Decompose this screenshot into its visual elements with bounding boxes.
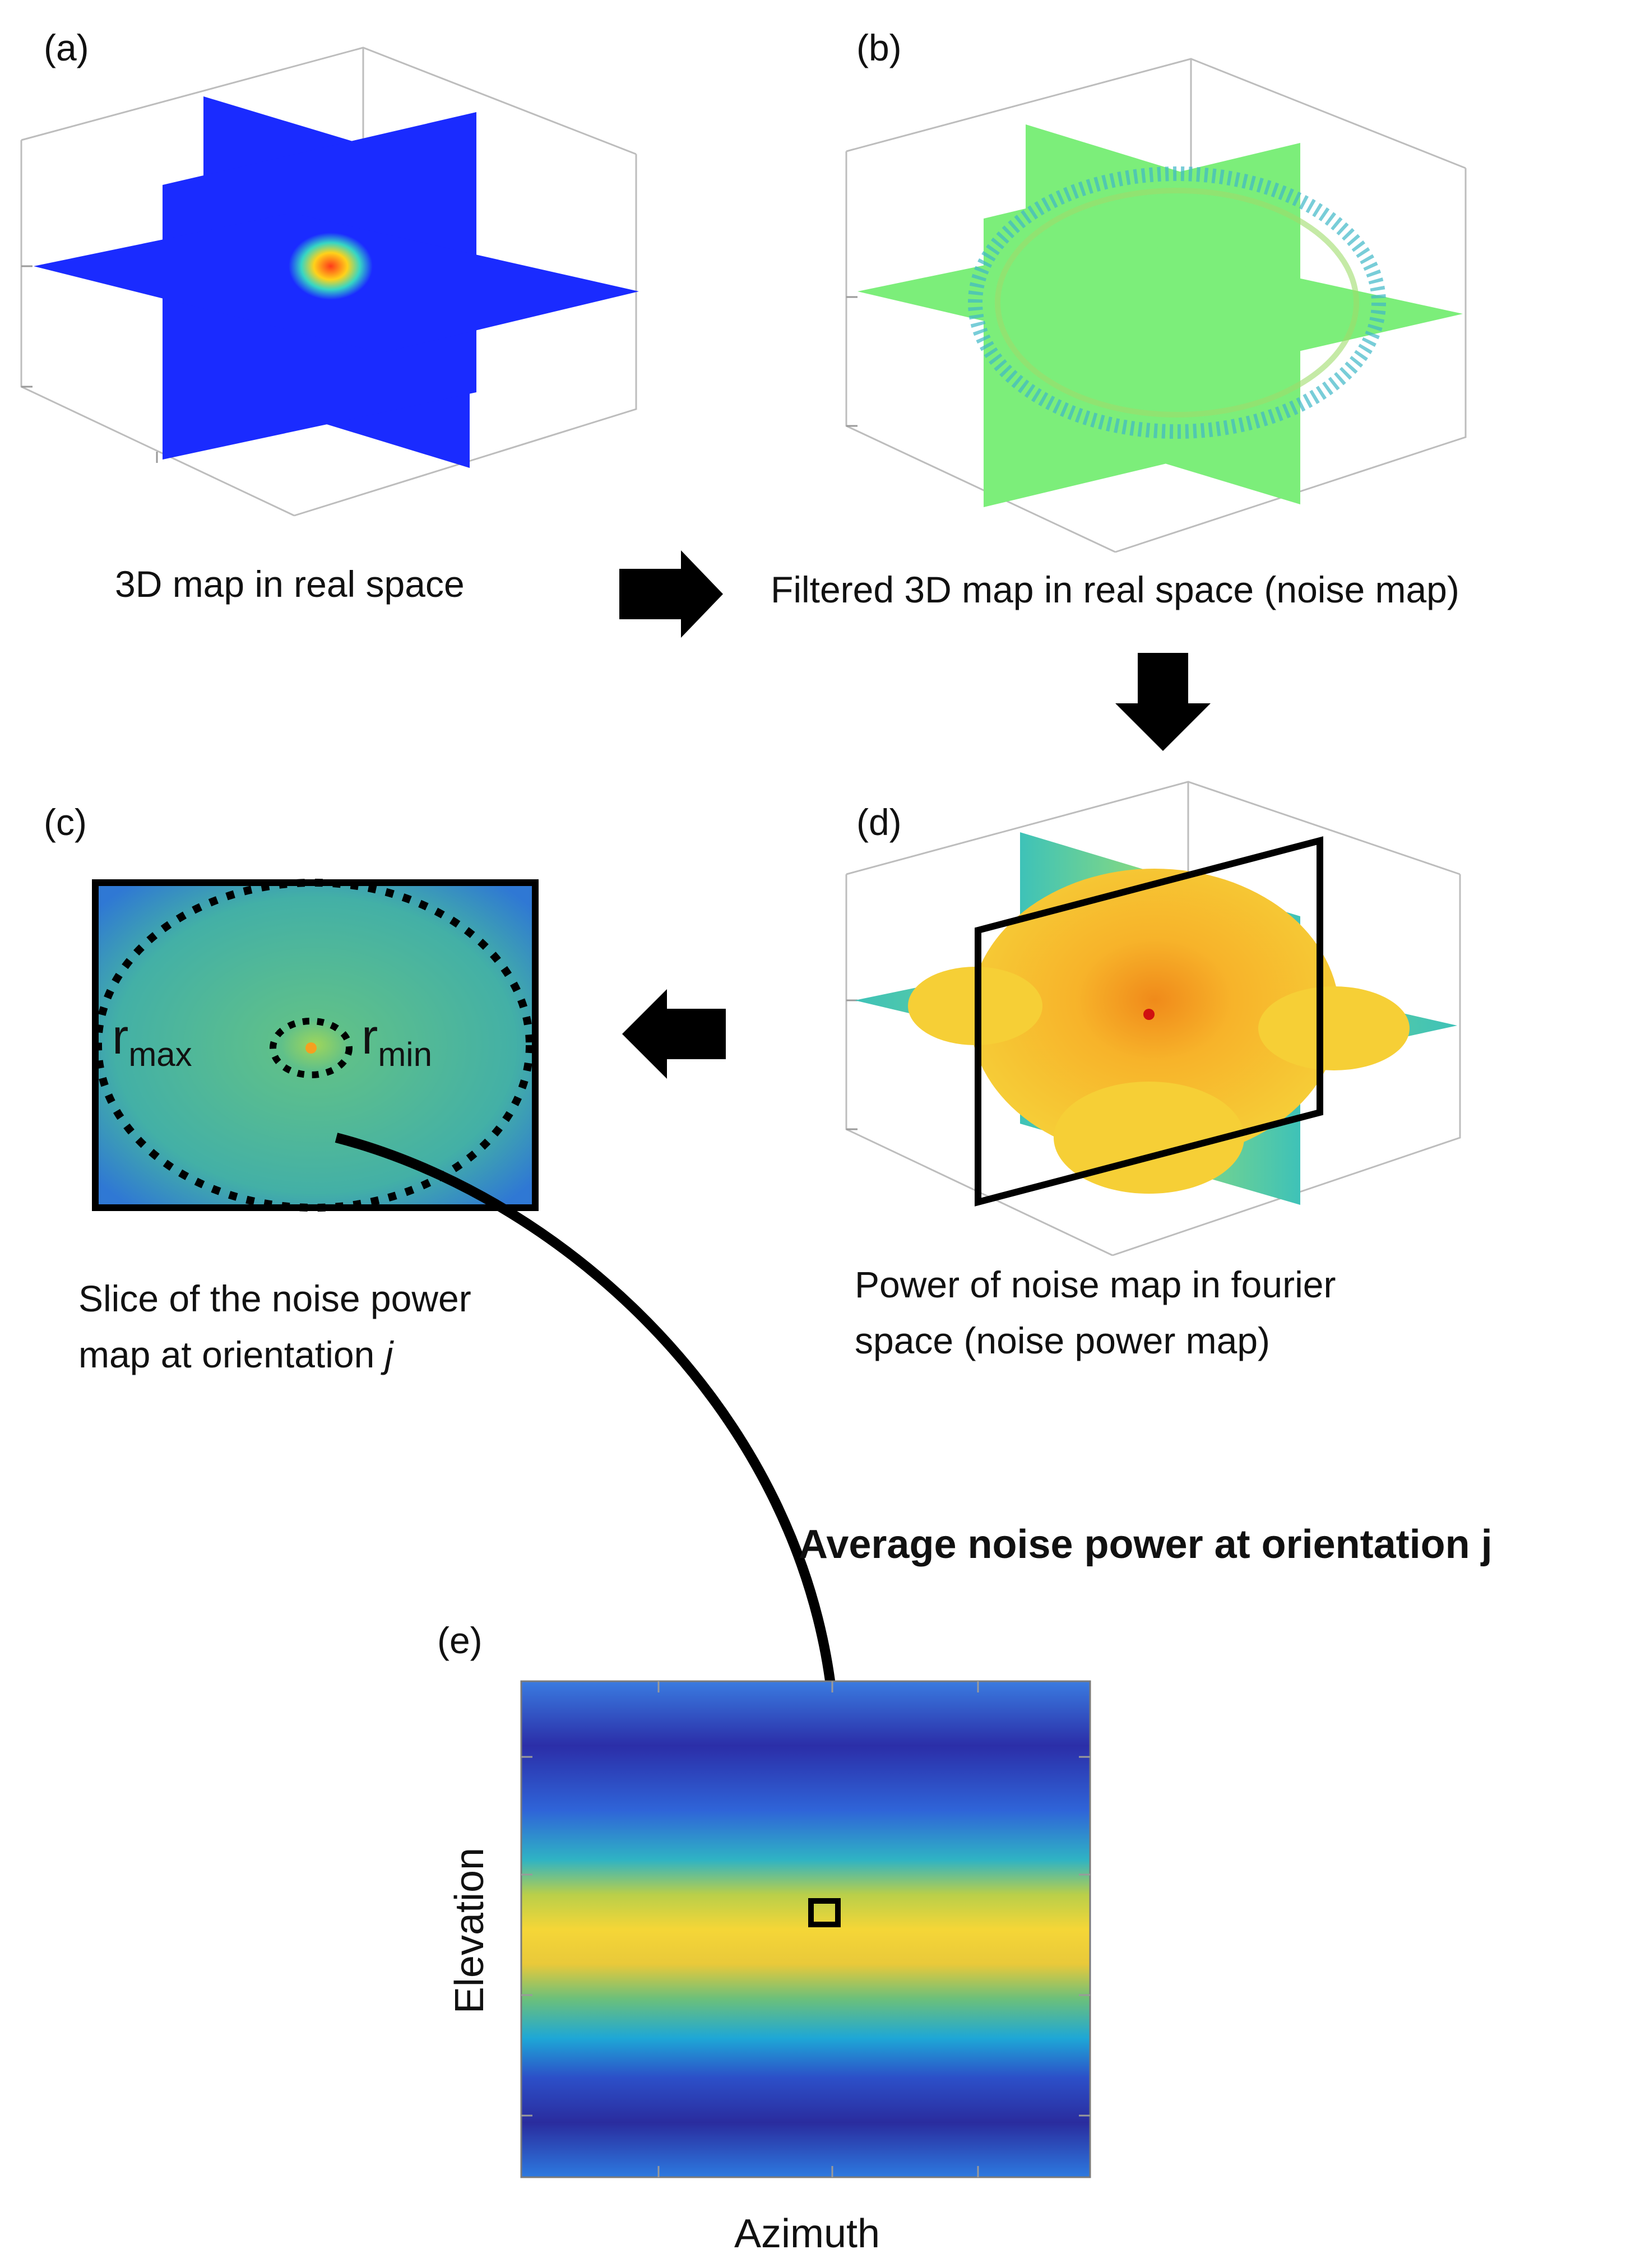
panel-c-caption-line2: map at orientation j	[78, 1334, 395, 1375]
orientation-j-marker	[808, 1898, 841, 1927]
panel-c-tag: (c)	[44, 801, 87, 843]
panel-a-density-blob	[289, 233, 373, 300]
panel-b: (b) Filtered 3D map in real space (noise…	[771, 27, 1467, 610]
panel-d-tag: (d)	[856, 801, 902, 843]
panel-e-tag: (e)	[437, 1620, 483, 1661]
panel-e-ylabel: Elevation	[447, 1848, 492, 2014]
panel-a-caption: 3D map in real space	[115, 563, 465, 605]
r-max-label: rmax	[112, 1009, 192, 1073]
panel-a-tag: (a)	[44, 27, 89, 68]
panel-b-volume-slices	[858, 124, 1463, 507]
panel-b-caption: Filtered 3D map in real space (noise map…	[771, 569, 1459, 610]
panel-d-fourier-slices	[855, 832, 1457, 1207]
r-max-circle	[94, 879, 534, 1212]
elevation-azimuth-map	[521, 1681, 1090, 2177]
selected-slice-frame	[975, 836, 1323, 1207]
r-min-circle	[270, 1018, 353, 1078]
arrow-label: Average noise power at orientation j	[799, 1522, 1493, 1567]
panel-d-caption-line1: Power of noise map in fourier	[855, 1264, 1336, 1305]
panel-a: (a) 3D map in real space	[20, 27, 639, 605]
arrow-left-icon	[622, 989, 726, 1079]
panel-c-caption-line1: Slice of the noise power	[78, 1278, 471, 1319]
panel-a-axes-box	[20, 47, 637, 517]
panel-c: (c) rmax rmin Slice of the noise power m…	[44, 801, 539, 1375]
r-min-label: rmin	[361, 1009, 432, 1073]
panel-b-tag: (b)	[856, 27, 902, 68]
panel-d-caption-line2: space (noise power map)	[855, 1320, 1270, 1361]
panel-e-xlabel: Azimuth	[734, 2211, 880, 2256]
arrow-right-icon	[619, 550, 723, 638]
panel-a-volume-slices	[34, 96, 639, 468]
panel-e-ticks	[521, 1681, 1090, 2177]
panel-e-frame	[520, 1680, 1091, 2178]
arrow-down-icon	[1115, 653, 1211, 751]
panel-d: (d) Power of noise map in fourier space …	[845, 781, 1461, 1361]
panel-e: (e) Azimuth Elevation	[437, 1620, 1091, 2256]
